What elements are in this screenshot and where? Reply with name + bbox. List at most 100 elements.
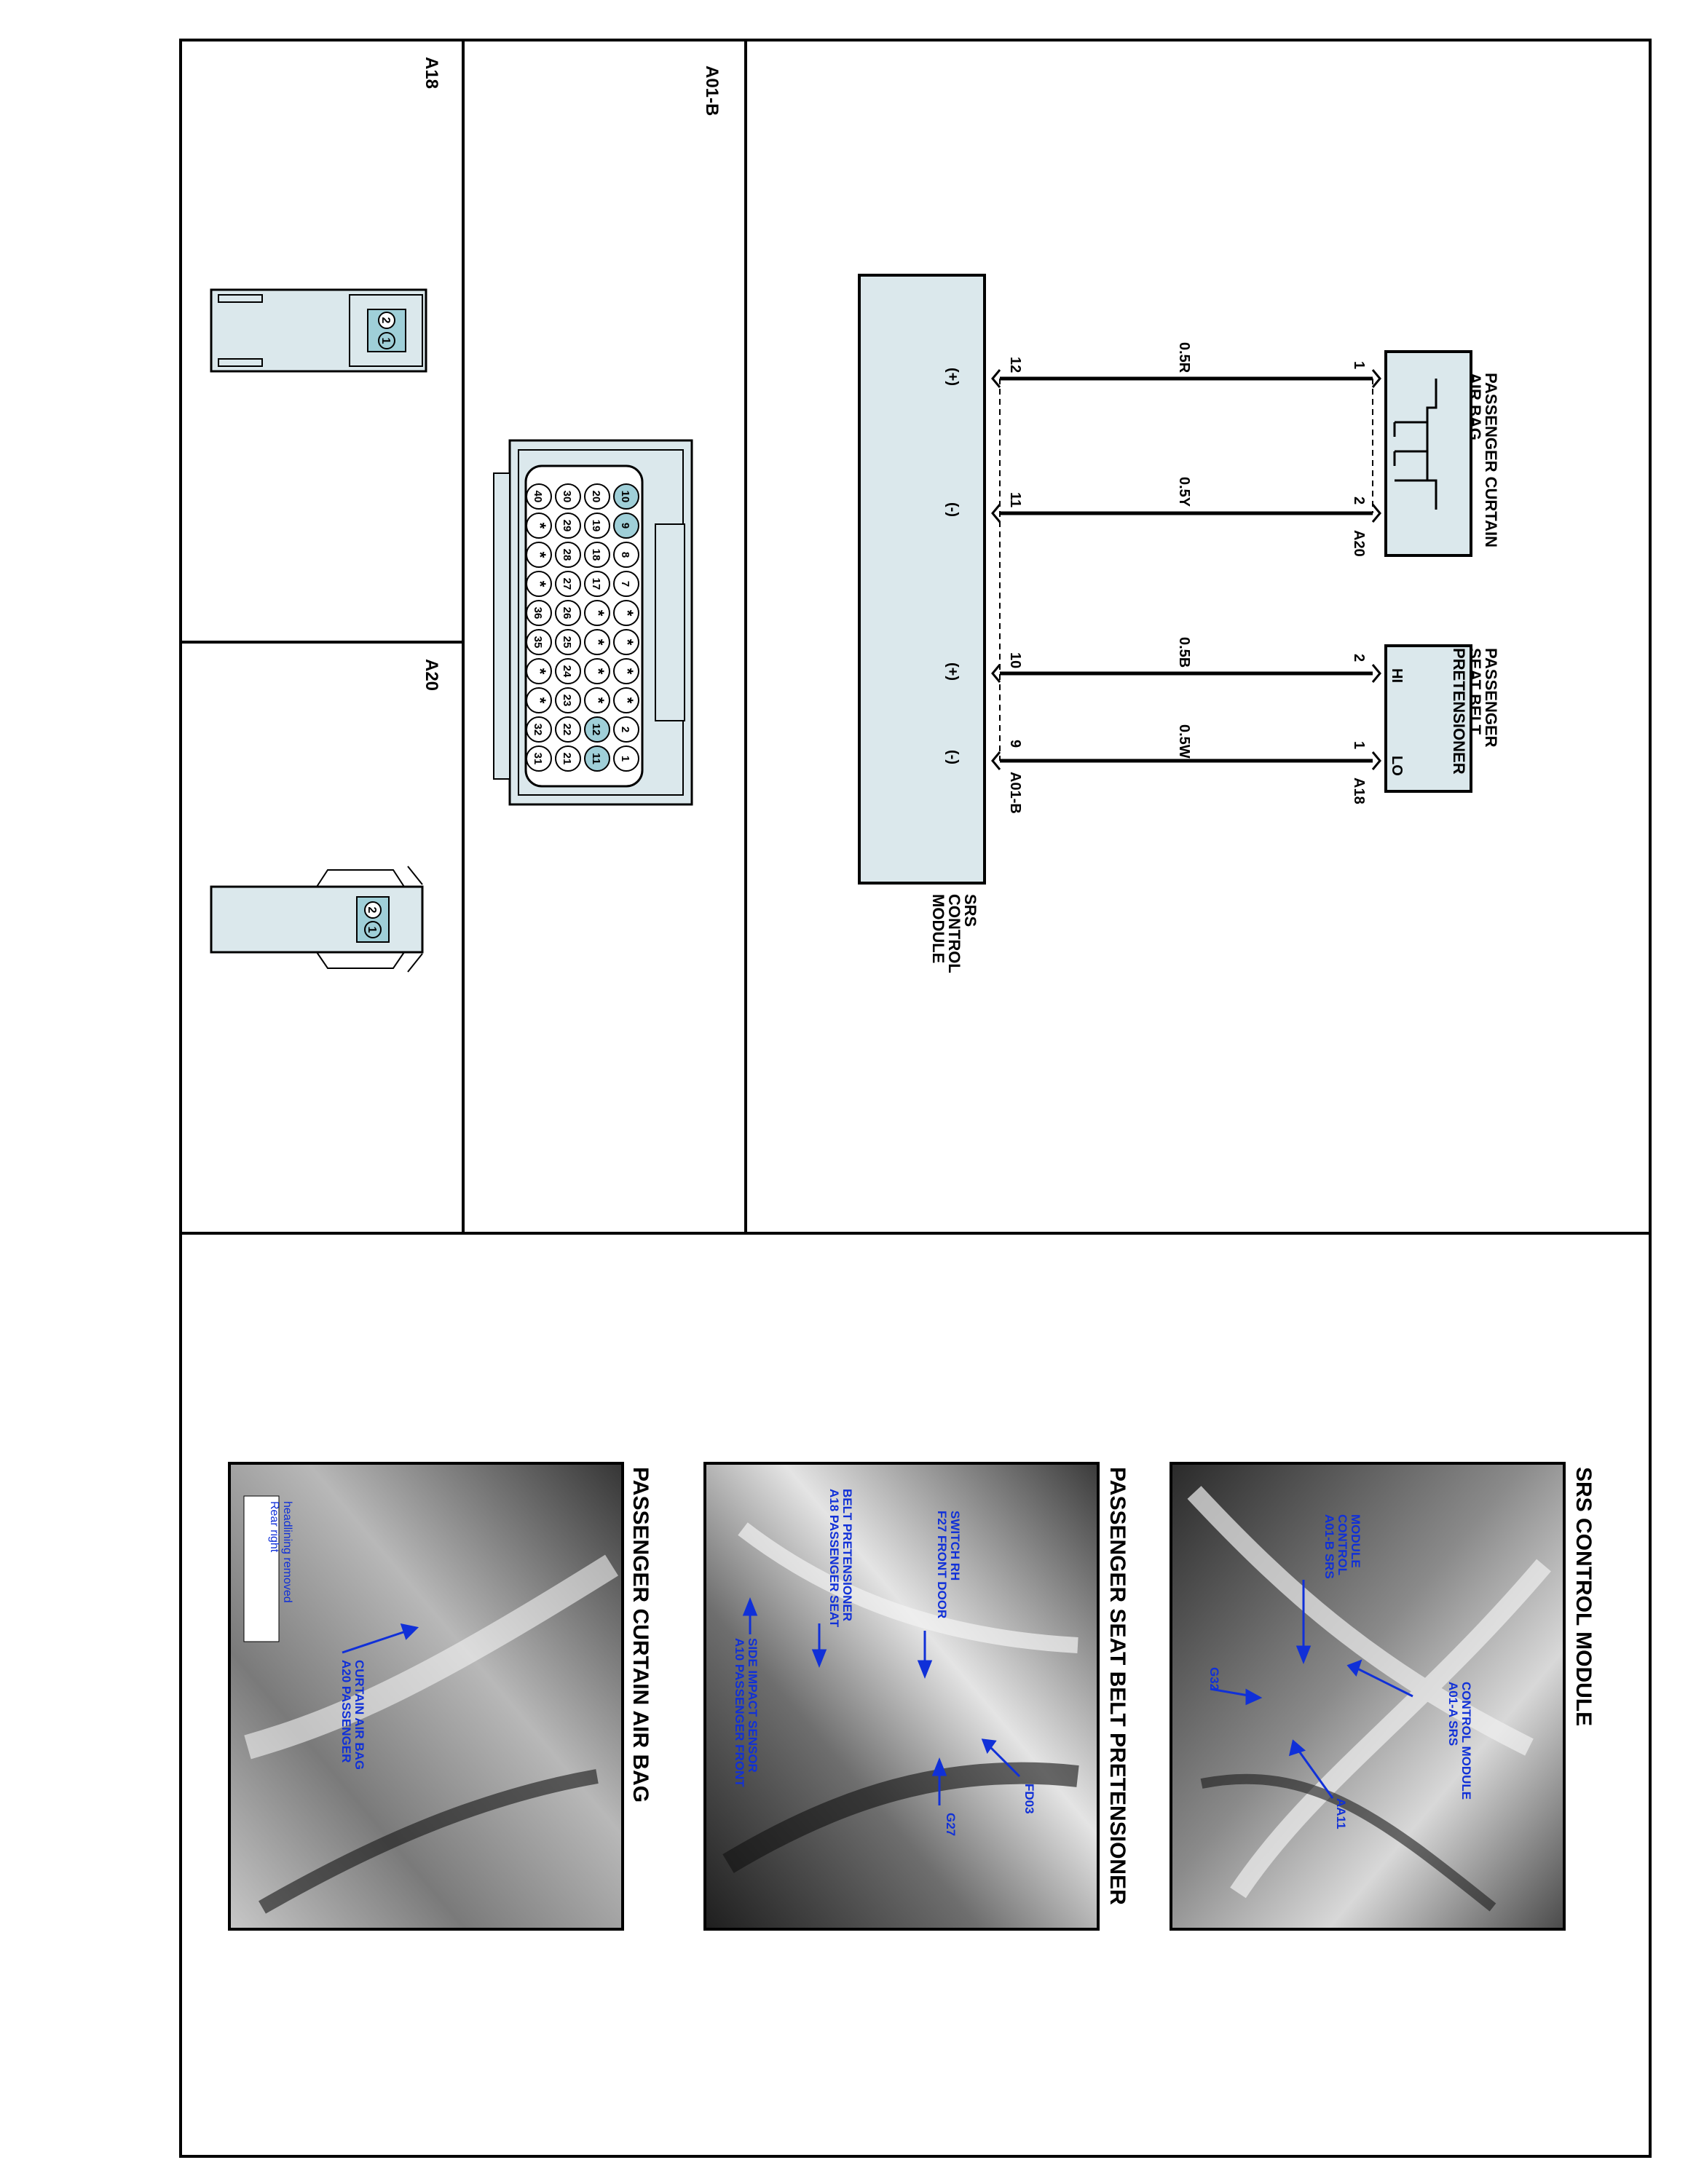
a01b-pin-label: 7 [619, 581, 631, 587]
a01b-pin-cavity [526, 716, 552, 743]
a01b-pin-cavity [555, 483, 581, 510]
a01b-pin-cavity [526, 687, 552, 713]
a01b-pin-label: 11 [590, 753, 602, 764]
a01b-pin-label: 18 [590, 549, 602, 561]
a01b-pin-cavity [613, 513, 639, 539]
a01b-pin-cavity [526, 542, 552, 568]
a20-pin-1: 1 [366, 927, 378, 933]
callout-a10-2: SIDE IMPACT SENSOR [746, 1638, 760, 1773]
pretensioner-pin-1: 1 [1351, 741, 1367, 749]
svg-text:PASSENGER CURTAINAIR BAG: PASSENGER CURTAINAIR BAG [1466, 373, 1500, 547]
callout-g32: G32 [1207, 1667, 1221, 1690]
a01b-pin-label: * [589, 697, 607, 704]
svg-text:PASSENGERSEAT BELTPRETENSIONER: PASSENGERSEAT BELTPRETENSIONER [1450, 648, 1500, 775]
a01b-pin-label: 29 [561, 520, 573, 532]
pretensioner-box [1384, 644, 1472, 793]
a01b-pin-label: 35 [532, 636, 544, 649]
wiring-schematic: PASSENGER CURTAINAIR BAG PASSENGERSEAT B… [858, 274, 1500, 973]
a01b-pin-label: 40 [532, 491, 544, 503]
a01b-pin-label: * [531, 523, 549, 529]
a01b-pin-label: 30 [561, 491, 573, 503]
a01b-pin-label: 25 [561, 636, 573, 649]
curtain-label-2: AIR BAG [1466, 373, 1484, 440]
a01b-pin-cavity [526, 571, 552, 597]
a01b-pin-cavity [584, 483, 610, 510]
a01b-pin-label: * [618, 639, 636, 646]
callout-fd03: FD03 [1022, 1784, 1036, 1814]
callout-a01b-3: MODULE [1349, 1514, 1362, 1568]
pretensioner-photo-panel: PASSENGER SEAT BELT PRETENSIONER F27 FRO… [703, 1462, 1129, 1931]
callout-note-2: headlining removed [281, 1501, 293, 1603]
polarity-12: (+) [944, 368, 961, 386]
a01b-pin-label: 22 [561, 724, 573, 736]
pretensioner-label-1: PASSENGER [1482, 648, 1500, 748]
wire-label-0: 0.5R [1176, 342, 1192, 373]
callout-a01a-2: CONTROL MODULE [1459, 1682, 1473, 1800]
srs-label-3: MODULE [929, 894, 947, 963]
lo-label: LO [1389, 756, 1405, 776]
polarity-9: (-) [944, 750, 961, 764]
callout-a10-1: A10 PASSENGER FRONT [733, 1638, 746, 1787]
svg-text:A01-B SRSCONTROLMODULE: A01-B SRSCONTROLMODULE [1322, 1514, 1362, 1579]
module-pin-9: 9 [1007, 740, 1023, 748]
srs-label-1: SRS [961, 894, 979, 927]
curtain-pin-2: 2 [1351, 496, 1367, 505]
a01b-pin-label: 1 [619, 756, 631, 761]
polarity-11: (-) [944, 502, 961, 517]
wire-label-2: 0.5B [1176, 637, 1192, 668]
srs-module-box [858, 274, 986, 885]
a01b-pin-label: 8 [619, 552, 631, 558]
a01b-connector-face: 10987****2120191817****12113029282726252… [493, 439, 693, 806]
a01b-pin-label: * [589, 610, 607, 617]
a01b-pin-cavity [555, 513, 581, 539]
svg-text:F27 FRONT DOORSWITCH RH: F27 FRONT DOORSWITCH RH [935, 1511, 962, 1618]
pretensioner-photo [703, 1462, 1100, 1931]
svg-text:A01-A SRSCONTROL MODULE: A01-A SRSCONTROL MODULE [1446, 1682, 1473, 1800]
a01b-pin-label: 12 [590, 724, 602, 736]
callout-a01b-2: CONTROL [1336, 1514, 1349, 1575]
a01b-pin-label: * [531, 581, 549, 587]
page-frame [179, 39, 1652, 2158]
a01b-pin-cavity [584, 716, 610, 743]
a01b-pin-cavity [555, 629, 581, 655]
a01b-pin-label: 27 [561, 578, 573, 590]
a18-view-label: A18 [422, 57, 441, 89]
a01b-pin-label: 23 [561, 695, 573, 707]
pretensioner-label-2: SEAT BELT [1466, 648, 1484, 735]
srs-label-2: CONTROL [945, 894, 963, 973]
a01b-pin-cavity [526, 600, 552, 626]
a01b-pin-cavity [555, 658, 581, 684]
a01b-pin-label: 26 [561, 607, 573, 620]
a01b-pin-label: 32 [532, 724, 544, 736]
curtain-label-1: PASSENGER CURTAIN [1482, 373, 1500, 547]
pretensioner-label-3: PRETENSIONER [1450, 648, 1468, 775]
a01b-pin-label: 19 [590, 520, 602, 532]
module-connector-id: A01-B [1007, 772, 1023, 814]
svg-text:Rear rightheadlining removed: Rear rightheadlining removed [268, 1501, 293, 1603]
curtain-pin-1: 1 [1351, 361, 1367, 369]
a01b-pin-cavity [555, 745, 581, 772]
a01b-pin-label: 36 [532, 607, 544, 620]
callout-f27-1: F27 FRONT DOOR [935, 1511, 949, 1618]
a01b-pin-label: 24 [561, 665, 573, 678]
a01b-pin-cavity [526, 745, 552, 772]
a01b-pin-label: * [531, 697, 549, 704]
a01b-pin-cavity [613, 483, 639, 510]
squib-symbol [1426, 379, 1437, 510]
module-pin-12: 12 [1007, 357, 1023, 373]
a01b-pin-cavity [613, 542, 639, 568]
srs-photo-panel: SRS CONTROL MODULE A01-B SRSCONTROLMODUL… [1170, 1462, 1596, 1931]
a01b-pin-cavity [526, 629, 552, 655]
callout-f27-2: SWITCH RH [948, 1511, 962, 1580]
a20-view-label: A20 [422, 659, 441, 691]
a01b-pin-label: * [618, 697, 636, 704]
a01b-pin-label: * [531, 668, 549, 675]
a18-connector-face: 2 1 [210, 288, 427, 373]
a01b-pin-label: * [589, 668, 607, 675]
a01b-pin-cavity [584, 600, 610, 626]
pretensioner-pin-2: 2 [1351, 654, 1367, 662]
polarity-10: (+) [944, 662, 961, 681]
a01b-pin-label: * [589, 639, 607, 646]
a01b-pin-label: 21 [561, 753, 573, 765]
